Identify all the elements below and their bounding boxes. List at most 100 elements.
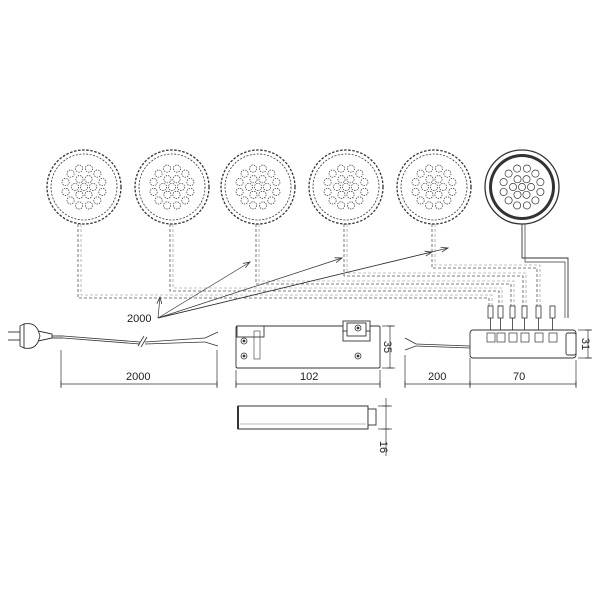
led — [421, 183, 429, 191]
led — [337, 201, 346, 210]
lamp-cable-length-label: 2000 — [127, 313, 151, 325]
led — [531, 196, 540, 205]
led — [61, 178, 70, 187]
lamp-inner-ring — [224, 153, 292, 221]
led — [499, 187, 508, 196]
port-4 — [520, 332, 530, 343]
led — [411, 178, 420, 187]
led — [513, 175, 522, 184]
port-1 — [486, 332, 496, 343]
led — [249, 190, 258, 199]
port-3 — [508, 332, 518, 343]
led — [448, 178, 457, 187]
led — [355, 196, 364, 205]
led — [71, 183, 79, 191]
led — [346, 190, 355, 199]
led — [323, 178, 332, 187]
led — [434, 201, 443, 210]
led — [249, 175, 258, 184]
led — [163, 164, 172, 173]
led — [98, 178, 107, 187]
led — [531, 169, 540, 178]
lamp-cable-6 — [521, 224, 569, 318]
led — [337, 164, 346, 173]
led — [434, 175, 443, 184]
distributor-length-label: 70 — [513, 371, 525, 383]
led — [75, 175, 84, 184]
led — [416, 196, 425, 205]
led — [425, 190, 434, 199]
driver-width-label: 35 — [381, 341, 393, 353]
led — [328, 196, 337, 205]
led — [272, 178, 281, 187]
driver-label-area — [253, 330, 261, 360]
led — [254, 183, 262, 191]
cable-plug-3 — [509, 305, 516, 319]
led — [149, 187, 158, 196]
driver-height-label: 16 — [377, 441, 389, 453]
distributor-length-dimension — [469, 360, 577, 388]
led — [258, 175, 267, 184]
led — [328, 169, 337, 178]
led — [439, 183, 447, 191]
led — [181, 196, 190, 205]
led — [337, 175, 346, 184]
led — [258, 201, 267, 210]
driver-screws — [240, 324, 362, 360]
led — [355, 169, 364, 178]
leader-arrow-1 — [158, 297, 160, 319]
led — [443, 169, 452, 178]
led — [61, 187, 70, 196]
led — [536, 187, 545, 196]
led — [84, 201, 93, 210]
led — [80, 183, 88, 191]
led — [272, 187, 281, 196]
port-6 — [548, 332, 558, 343]
lamp-cable-2-b — [172, 224, 503, 318]
driver-top-view — [235, 320, 381, 369]
mains-cable-length-label: 2000 — [126, 371, 150, 383]
led — [98, 187, 107, 196]
distributor-ports — [486, 332, 558, 343]
lamp-cable-3-b — [258, 224, 515, 318]
output-cable-length-label: 200 — [428, 371, 446, 383]
led — [448, 187, 457, 196]
output-cable — [404, 337, 471, 351]
lamp-inner-ring — [312, 153, 380, 221]
led — [245, 183, 253, 191]
led — [177, 183, 185, 191]
led — [258, 190, 267, 199]
driver-side-view — [237, 405, 377, 430]
led — [240, 169, 249, 178]
led — [93, 196, 102, 205]
led — [163, 175, 172, 184]
led — [346, 164, 355, 173]
led — [181, 169, 190, 178]
led — [172, 201, 181, 210]
led — [235, 187, 244, 196]
led — [186, 178, 195, 187]
led — [342, 183, 350, 191]
led — [522, 190, 531, 199]
port-2 — [496, 332, 506, 343]
mains-plug — [8, 323, 63, 349]
led — [75, 201, 84, 210]
led — [84, 164, 93, 173]
led — [346, 201, 355, 210]
led — [154, 196, 163, 205]
led — [263, 183, 271, 191]
led — [333, 183, 341, 191]
led — [75, 190, 84, 199]
lamp-2 — [134, 149, 210, 225]
led — [75, 164, 84, 173]
led — [84, 190, 93, 199]
lamp-inner-ring — [400, 153, 468, 221]
led — [518, 183, 526, 191]
driver-length-label: 102 — [300, 371, 318, 383]
lamp-cable-1-b — [80, 224, 493, 318]
driver-width-dimension — [382, 325, 395, 369]
cable-plug-5 — [535, 305, 542, 319]
led — [172, 164, 181, 173]
lamp-cable-4 — [343, 224, 524, 318]
